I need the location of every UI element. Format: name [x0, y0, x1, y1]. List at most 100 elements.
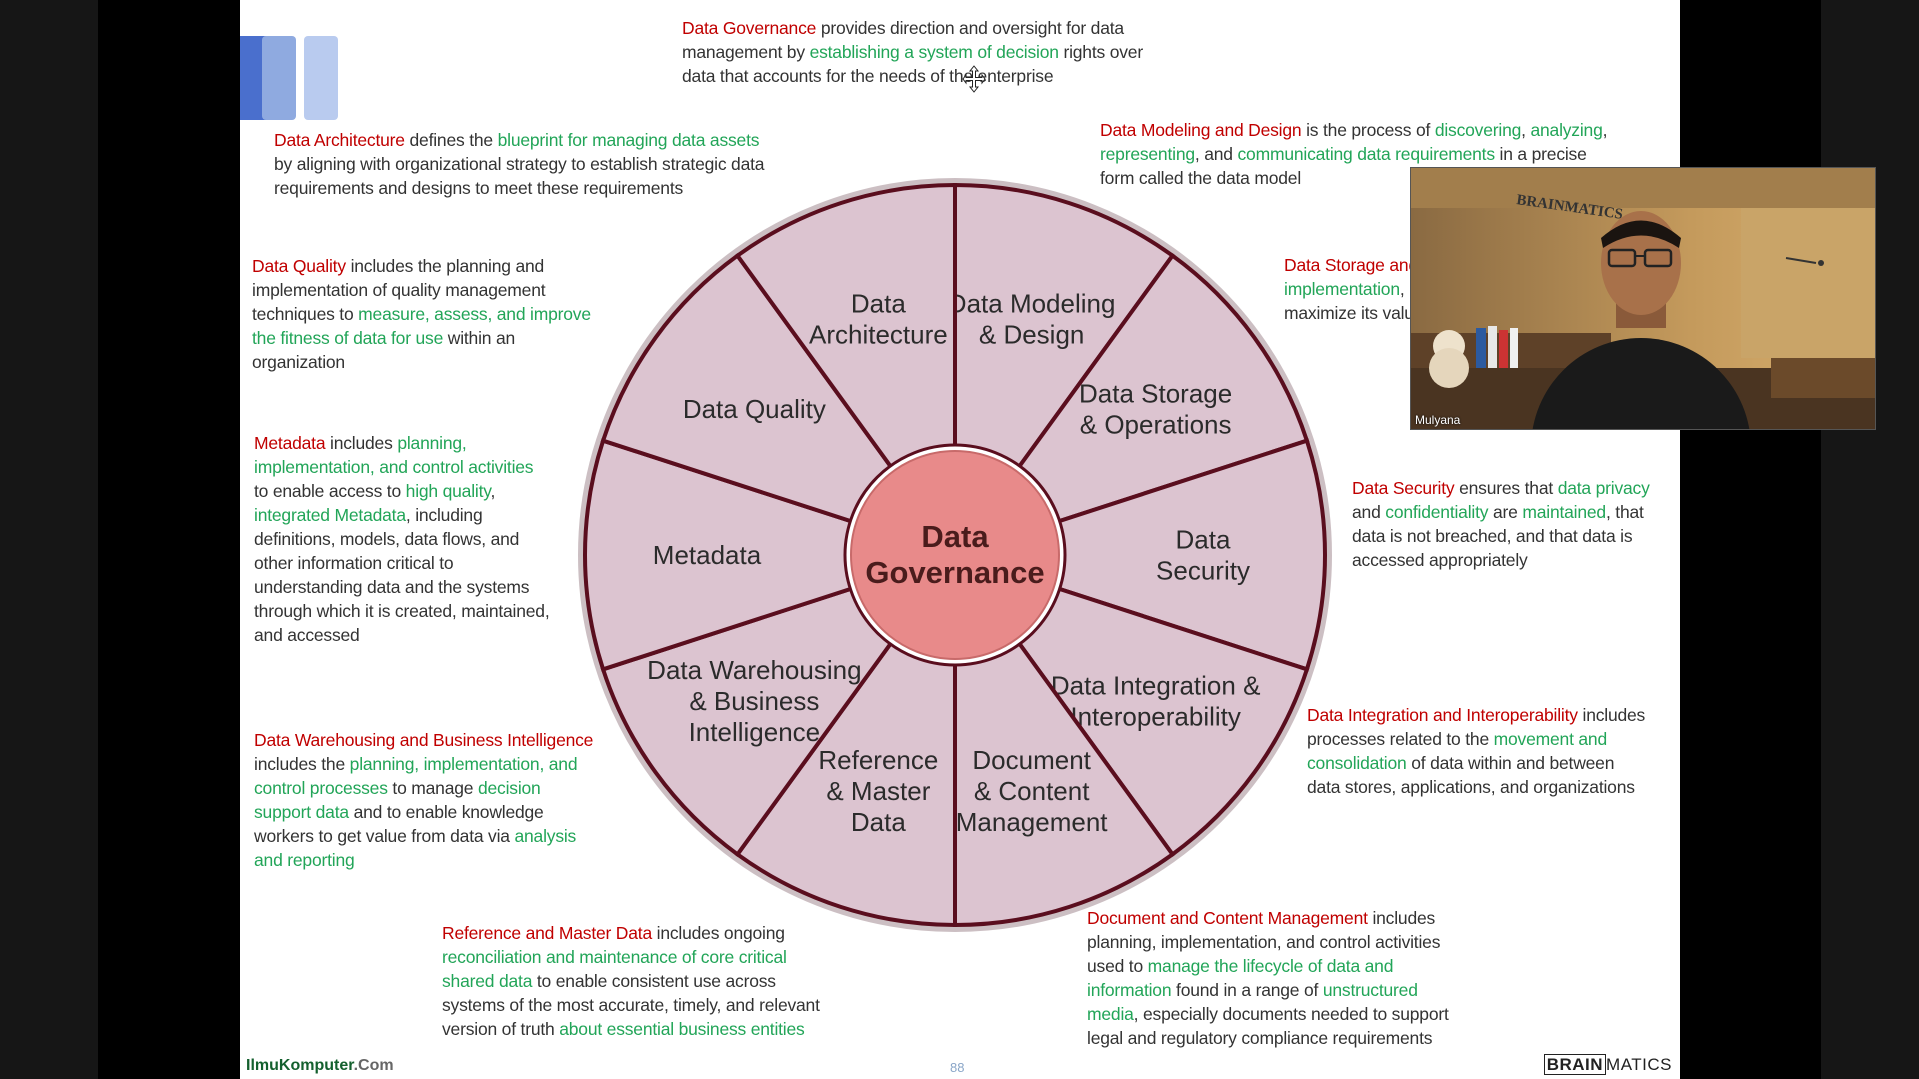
- highlight: measure, assess, and improve the fitness…: [252, 304, 591, 348]
- page-number: 88: [950, 1060, 965, 1075]
- text: ,: [1602, 120, 1608, 140]
- term-data-security: Data Security: [1352, 478, 1455, 498]
- highlight: blueprint for managing data assets: [497, 130, 760, 150]
- text: ensures that: [1454, 478, 1558, 498]
- text: to manage: [387, 778, 478, 798]
- term-data-integration: Data Integration and Interoperability: [1307, 705, 1578, 725]
- footer-logo-boxed: BRAIN: [1543, 1054, 1607, 1075]
- text: provides direction and oversight for dat…: [682, 18, 1124, 62]
- wheel-label-data-quality: Data Quality: [683, 394, 826, 424]
- text: within an organization: [252, 328, 516, 372]
- highlight: implementation: [1284, 279, 1400, 299]
- desc-metadata: Metadata includes planning, implementati…: [254, 431, 550, 647]
- text: to enable consistent use across systems …: [442, 971, 820, 1039]
- desc-data-warehousing: Data Warehousing and Business Intelligen…: [254, 728, 594, 872]
- term-data-modeling: Data Modeling and Design: [1100, 120, 1302, 140]
- highlight: manage the lifecycle of data and informa…: [1087, 956, 1394, 1000]
- highlight: confidentiality: [1385, 502, 1489, 522]
- text: ,: [490, 481, 496, 501]
- term-data-warehousing: Data Warehousing and Business Intelligen…: [254, 730, 594, 750]
- text: defines the: [404, 130, 498, 150]
- highlight: planning, implementation, and control ac…: [254, 433, 534, 477]
- term-reference-master-data: Reference and Master Data: [442, 923, 652, 943]
- term-data-governance: Data Governance: [682, 18, 817, 38]
- text: includes ongoing: [651, 923, 785, 943]
- text: includes the planning and implementation…: [252, 256, 546, 324]
- text: includes processes related to the: [1307, 705, 1646, 749]
- text: includes the: [254, 754, 350, 774]
- text: includes: [325, 433, 398, 453]
- highlight: movement and consolidation: [1307, 729, 1607, 773]
- video-tile[interactable]: BRAINMATICS Mulyana: [1410, 167, 1876, 430]
- highlight: analysis and reporting: [254, 826, 577, 870]
- wheel-shadow-ring: [578, 178, 1332, 932]
- move-cursor-icon: [962, 65, 986, 93]
- text: to enable access to: [254, 481, 406, 501]
- text: , especially documents needed to support…: [1087, 1004, 1449, 1048]
- text: , including definitions, models, data fl…: [254, 505, 550, 645]
- highlight: decision support data: [254, 778, 541, 822]
- desc-data-quality: Data Quality includes the planning and i…: [252, 254, 612, 374]
- highlight: integrated Metadata: [254, 505, 406, 525]
- desc-data-security: Data Security ensures that data privacy …: [1352, 476, 1652, 572]
- text: are: [1488, 502, 1523, 522]
- term-data-architecture: Data Architecture: [274, 130, 405, 150]
- term-data-quality: Data Quality: [252, 256, 346, 276]
- text: and to enable knowledge workers to get v…: [254, 802, 544, 846]
- desc-reference-master-data: Reference and Master Data includes ongoi…: [442, 921, 842, 1041]
- text: in a precise form called the data model: [1100, 144, 1587, 188]
- participant-name: Mulyana: [1415, 413, 1461, 427]
- highlight: high quality: [405, 481, 491, 501]
- slide-logo-bars: [240, 36, 340, 120]
- text: found in a range of: [1171, 980, 1323, 1000]
- wheel-label-data-integration-interoperability: Data Integration &Interoperability: [1051, 670, 1261, 731]
- term-data-storage: Data Storage and: [1284, 255, 1418, 275]
- desc-data-governance: Data Governance provides direction and o…: [682, 16, 1162, 88]
- wheel-center: [850, 450, 1060, 660]
- highlight: establishing a system of decision: [809, 42, 1059, 62]
- text: maximize its value: [1284, 303, 1424, 323]
- highlight: analyzing: [1530, 120, 1603, 140]
- desc-data-modeling: Data Modeling and Design is the process …: [1100, 118, 1620, 190]
- highlight: communicating data requirements: [1237, 144, 1495, 164]
- text: by aligning with organizational strategy…: [274, 154, 765, 198]
- text: , and: [1194, 144, 1238, 164]
- text: rights over data that accounts for the n…: [682, 42, 1143, 86]
- video-feed: BRAINMATICS: [1411, 168, 1875, 429]
- highlight: unstructured media: [1087, 980, 1418, 1024]
- desc-data-architecture: Data Architecture defines the blueprint …: [274, 128, 774, 200]
- highlight: reconciliation and maintenance of core c…: [442, 947, 787, 991]
- footer-brand-name: IlmuKomputer: [246, 1057, 354, 1074]
- footer-brand-suffix: .Com: [353, 1057, 394, 1074]
- right-pillarbox: [1821, 0, 1919, 1079]
- text: , that data is not breached, and that da…: [1352, 502, 1644, 570]
- text: is the process of: [1301, 120, 1435, 140]
- highlight: discovering: [1434, 120, 1522, 140]
- term-document-content: Document and Content Management: [1087, 908, 1368, 928]
- highlight: maintained: [1522, 502, 1606, 522]
- left-pillarbox: [0, 0, 98, 1079]
- highlight: data privacy: [1557, 478, 1650, 498]
- text: and: [1352, 502, 1386, 522]
- highlight: planning, implementation, and control pr…: [254, 754, 578, 798]
- wheel-label-data-storage-operations: Data Storage& Operations: [1079, 379, 1232, 440]
- text: ,: [1521, 120, 1531, 140]
- highlight: representing: [1100, 144, 1195, 164]
- text: includes planning, implementation, and c…: [1087, 908, 1441, 976]
- wheel-label-metadata: Metadata: [653, 540, 762, 570]
- footer-logo-rest: MATICS: [1606, 1055, 1672, 1074]
- wheel-label-data-modeling-design: Data Modeling& Design: [948, 289, 1116, 350]
- footer-brand: IlmuKomputer.Com: [246, 1057, 394, 1075]
- term-metadata: Metadata: [254, 433, 326, 453]
- highlight: about essential business entities: [559, 1019, 805, 1039]
